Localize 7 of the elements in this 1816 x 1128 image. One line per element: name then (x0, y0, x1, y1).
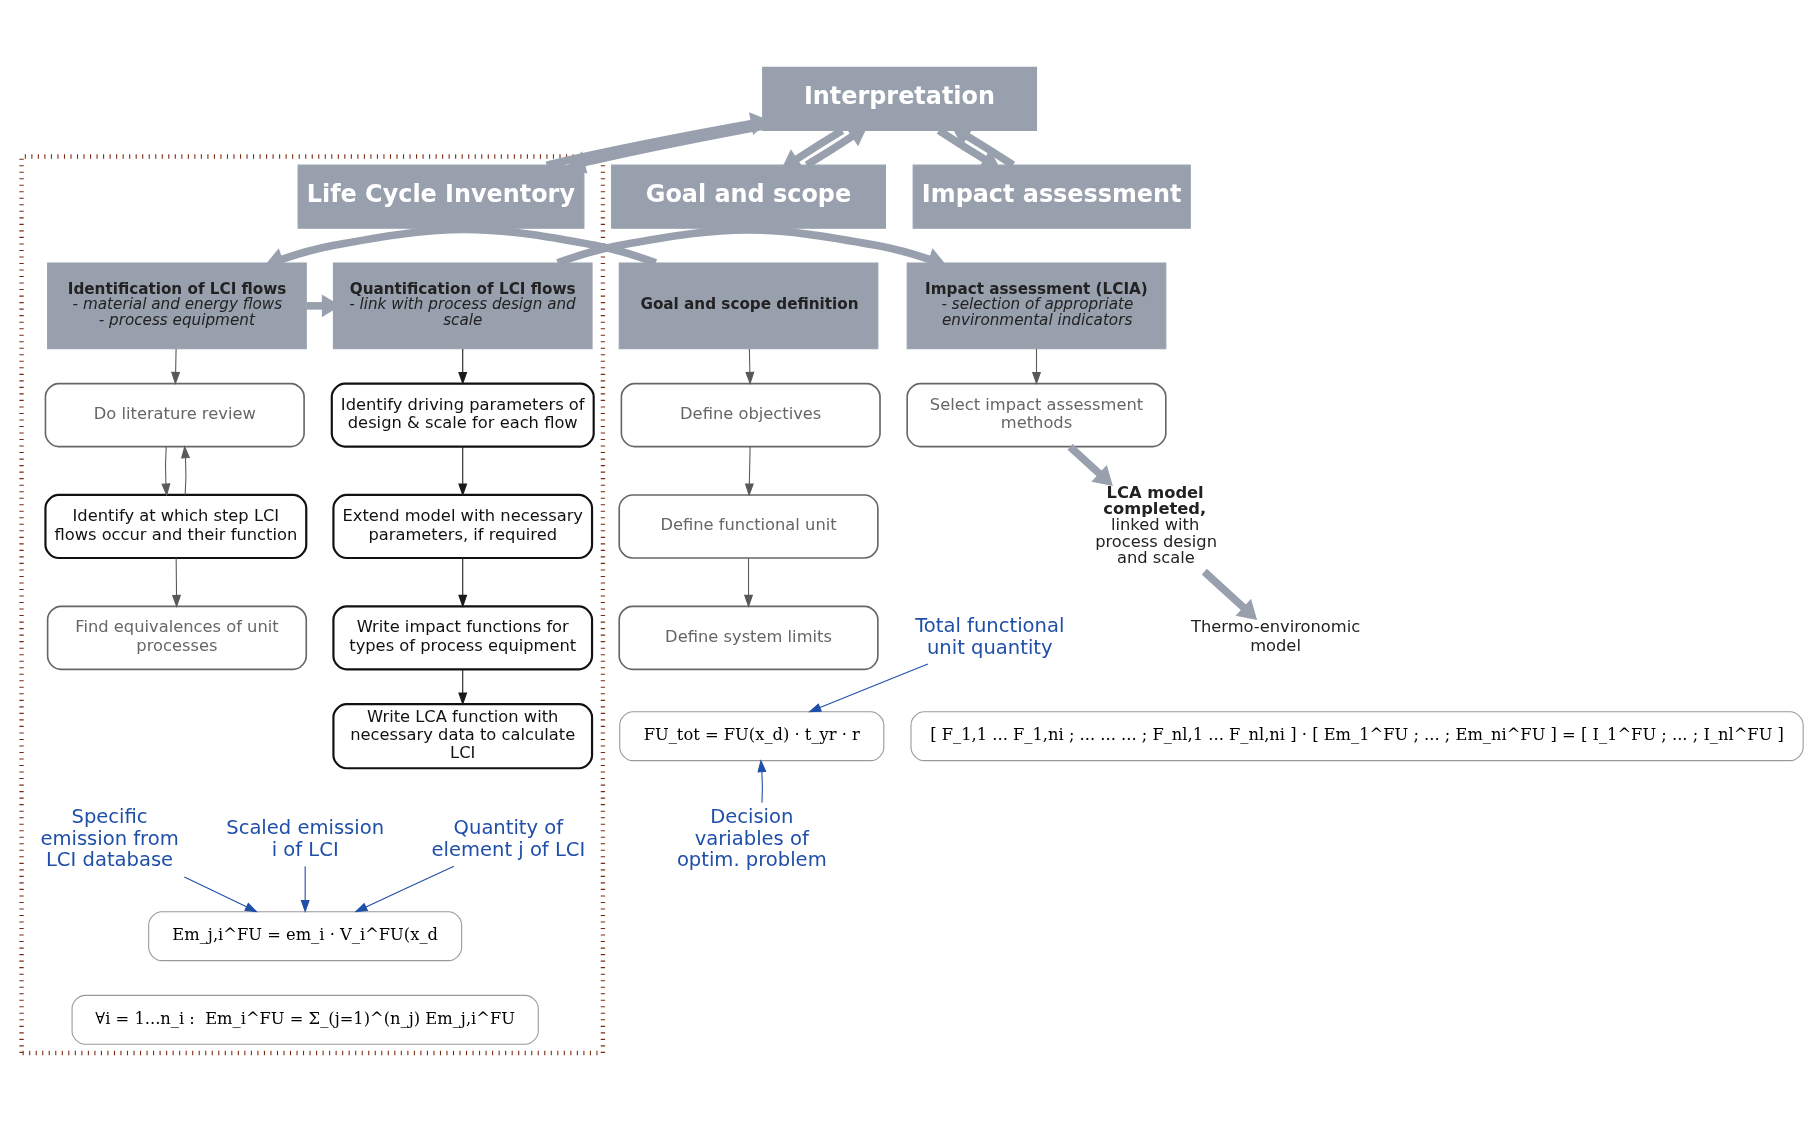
node-text: Total functional unit quantity (915, 613, 1065, 658)
node-text: LCA model completed, linked with process design and scale (1095, 482, 1218, 567)
node-text: Specific emission from LCI database (40, 804, 179, 871)
node-text: Scaled emission i of LCI (226, 815, 385, 861)
node-text: Thermo-environomic model (1190, 616, 1361, 655)
node-text: Quantity of element j of LCI (431, 815, 586, 861)
node-text: Decision variables of optim. problem (676, 804, 827, 871)
